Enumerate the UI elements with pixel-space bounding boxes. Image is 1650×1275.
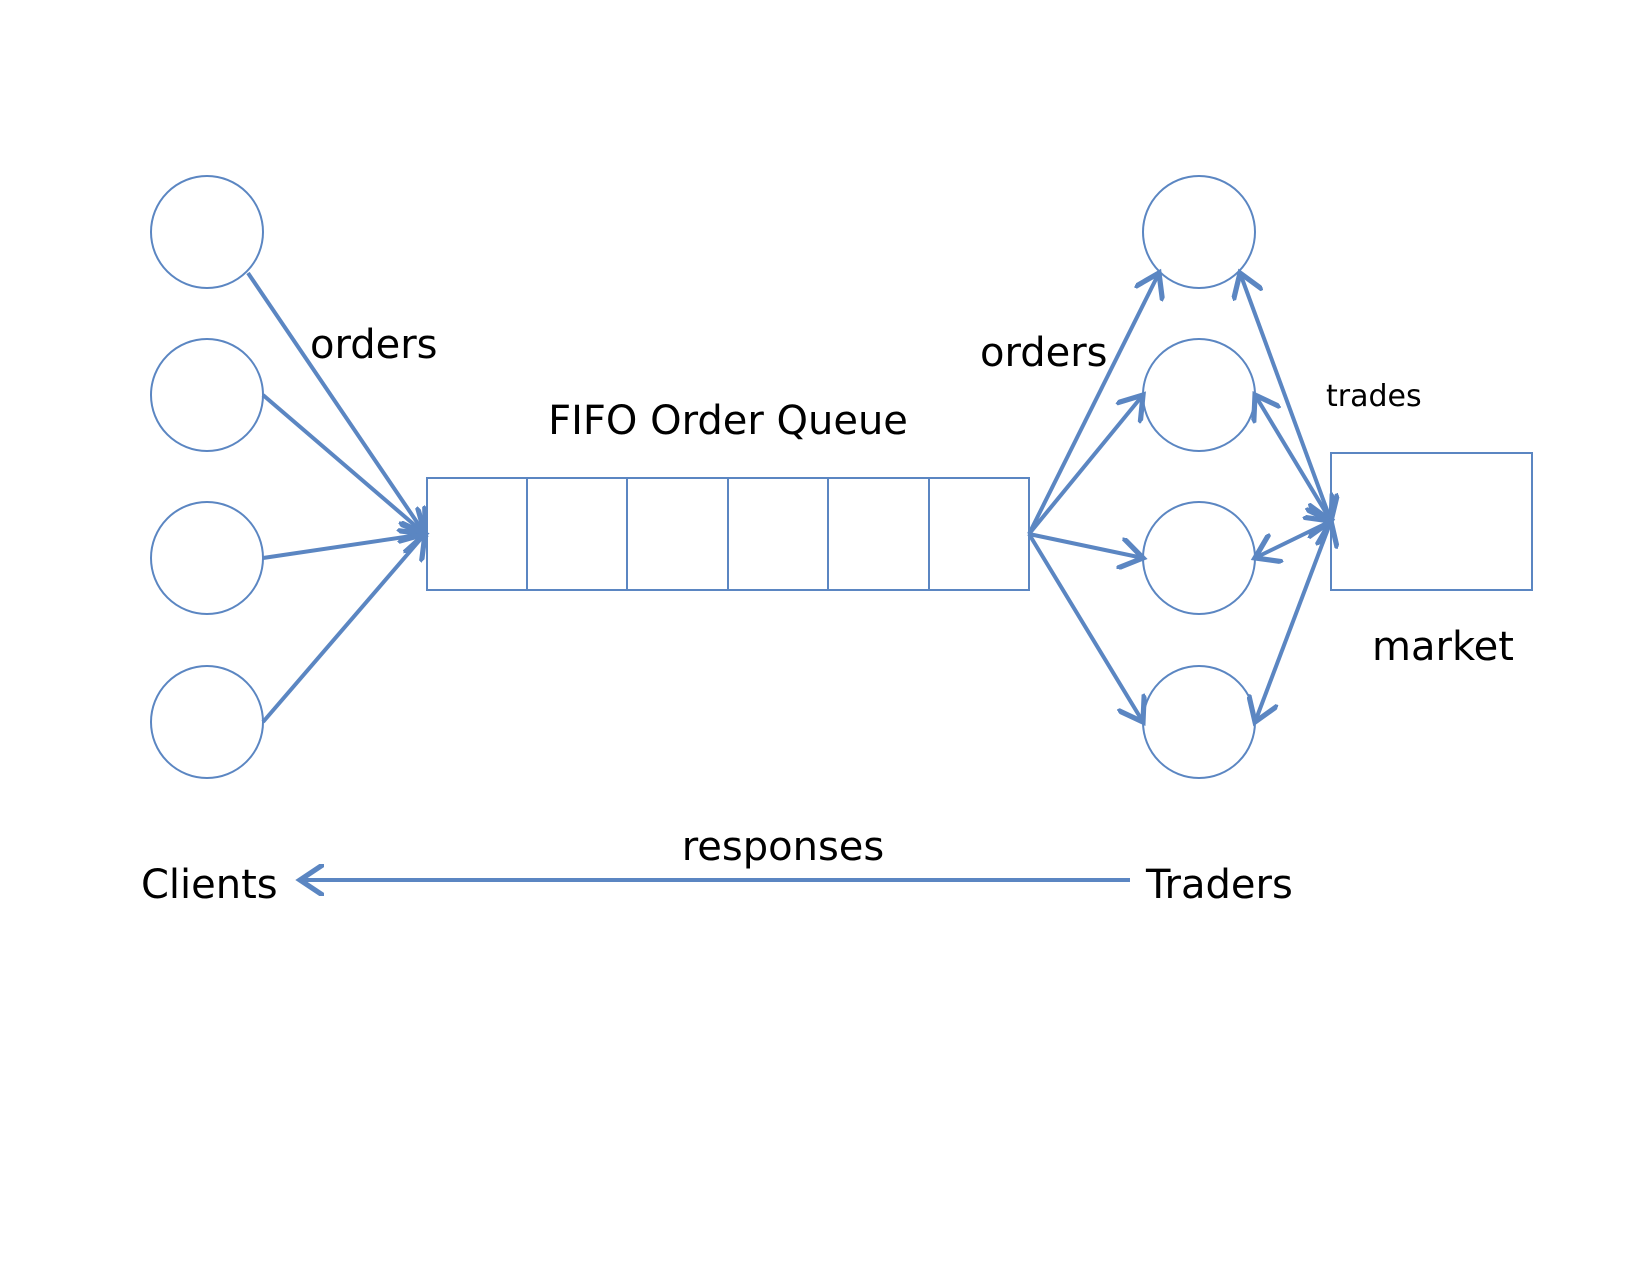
- orders-label-right: orders: [980, 330, 1108, 376]
- orders-label-left: orders: [310, 322, 438, 368]
- trade-arrows: [1240, 273, 1331, 722]
- trader-node: [1142, 665, 1256, 779]
- trade-arrow: [1255, 521, 1331, 722]
- market-label: market: [1372, 624, 1514, 670]
- responses-label: responses: [682, 824, 885, 870]
- client-node: [150, 665, 264, 779]
- order-arrow: [1027, 532, 1143, 722]
- order-arrow: [261, 393, 425, 534]
- trader-node: [1142, 501, 1256, 615]
- trader-node: [1142, 338, 1256, 452]
- traders-label: Traders: [1145, 862, 1293, 908]
- order-arrow: [261, 534, 425, 724]
- queue-slot: [426, 477, 528, 591]
- client-nodes: [150, 175, 264, 779]
- order-arrow: [262, 534, 425, 560]
- client-to-queue-arrows: [246, 271, 425, 724]
- queue-title: FIFO Order Queue: [548, 398, 908, 444]
- market-box: [1330, 452, 1533, 591]
- queue-slot: [626, 477, 729, 591]
- fifo-queue: [426, 477, 1030, 591]
- client-node: [150, 501, 264, 615]
- client-node: [150, 338, 264, 452]
- trade-arrow: [1255, 395, 1331, 521]
- trader-nodes: [1142, 175, 1256, 779]
- trader-node: [1142, 175, 1256, 289]
- clients-label: Clients: [141, 862, 278, 908]
- order-arrow: [1027, 395, 1143, 536]
- client-node: [150, 175, 264, 289]
- queue-slot: [526, 477, 628, 591]
- trades-label: trades: [1326, 379, 1422, 414]
- queue-to-trader-arrows: [1027, 273, 1159, 722]
- order-arrow: [246, 271, 425, 534]
- order-arrow: [1028, 532, 1143, 558]
- queue-slot: [928, 477, 1030, 591]
- queue-slot: [827, 477, 930, 591]
- order-arrow: [1027, 273, 1159, 535]
- queue-slot: [727, 477, 829, 591]
